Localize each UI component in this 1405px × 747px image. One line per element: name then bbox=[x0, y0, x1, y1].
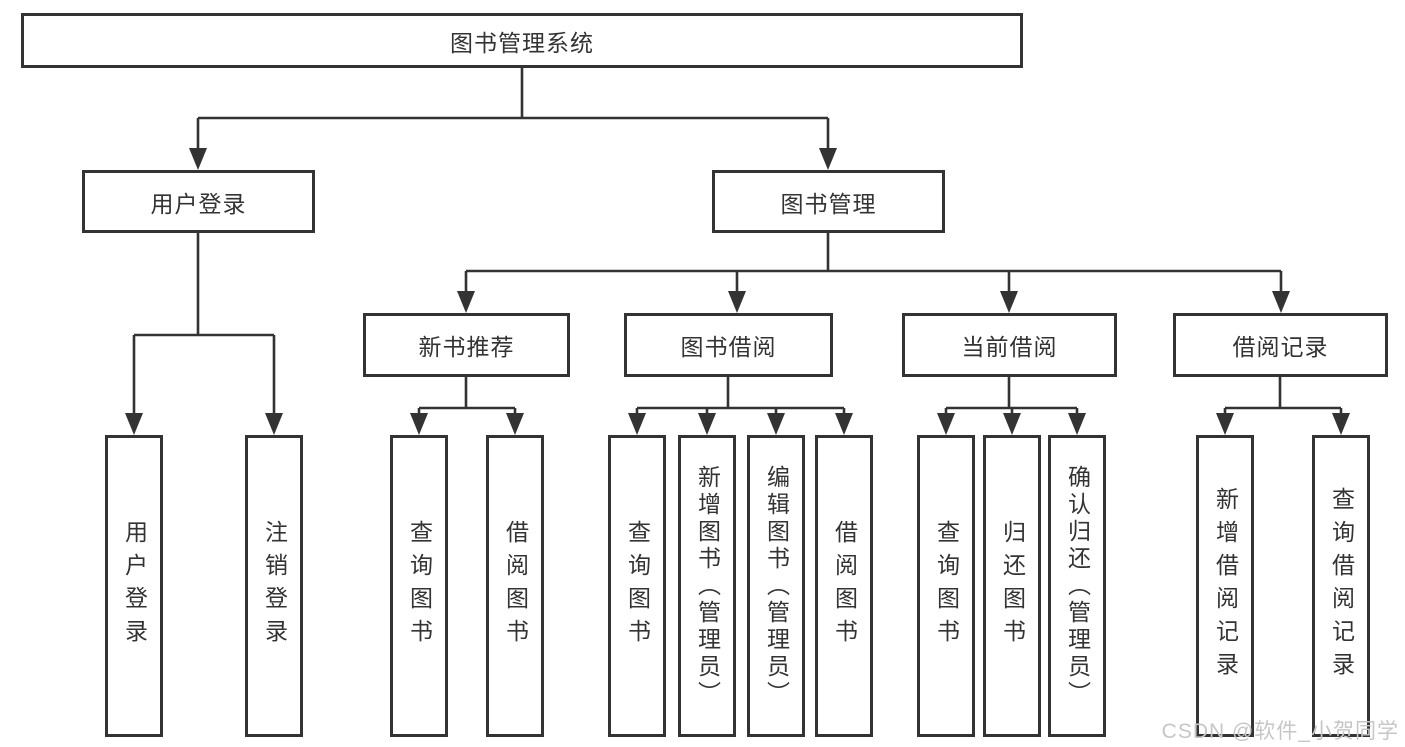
leaf-query-books-borrow-label: 查询图书 bbox=[624, 520, 651, 652]
arrowheads bbox=[125, 148, 1350, 435]
node-borrow-records-label: 借阅记录 bbox=[1232, 334, 1329, 360]
leaf-add-books-admin: 新增图书（管理员） bbox=[678, 435, 736, 737]
leaf-borrow-books: 借阅图书 bbox=[815, 435, 873, 737]
leaf-borrow-books-label: 借阅图书 bbox=[831, 520, 858, 652]
node-user-login: 用户登录 bbox=[82, 170, 315, 233]
leaf-return-books: 归还图书 bbox=[983, 435, 1041, 737]
leaf-add-borrow-record-label: 新增借阅记录 bbox=[1212, 487, 1239, 685]
node-borrow-records: 借阅记录 bbox=[1173, 313, 1388, 377]
leaf-query-books-current-label: 查询图书 bbox=[933, 520, 960, 652]
node-root-label: 图书管理系统 bbox=[450, 29, 594, 56]
node-root: 图书管理系统 bbox=[21, 13, 1023, 68]
node-new-book-recommend: 新书推荐 bbox=[363, 313, 570, 377]
leaf-logout: 注销登录 bbox=[245, 435, 303, 737]
leaf-user-login: 用户登录 bbox=[105, 435, 163, 737]
node-current-borrow: 当前借阅 bbox=[902, 313, 1117, 377]
leaf-add-borrow-record: 新增借阅记录 bbox=[1196, 435, 1254, 737]
node-current-borrow-label: 当前借阅 bbox=[961, 334, 1058, 360]
connector-paths bbox=[132, 68, 1343, 417]
leaf-query-books-borrow: 查询图书 bbox=[608, 435, 666, 737]
leaf-query-borrow-record-label: 查询借阅记录 bbox=[1328, 487, 1355, 685]
leaf-add-books-admin-label: 新增图书（管理员） bbox=[694, 464, 721, 708]
leaf-query-books-current: 查询图书 bbox=[917, 435, 975, 737]
leaf-edit-books-admin-label: 编辑图书（管理员） bbox=[763, 464, 790, 708]
node-book-management: 图书管理 bbox=[712, 170, 945, 233]
leaf-query-borrow-record: 查询借阅记录 bbox=[1312, 435, 1370, 737]
leaf-edit-books-admin: 编辑图书（管理员） bbox=[747, 435, 805, 737]
node-user-login-label: 用户登录 bbox=[150, 190, 247, 217]
node-book-management-label: 图书管理 bbox=[780, 190, 877, 217]
leaf-return-books-label: 归还图书 bbox=[999, 520, 1026, 652]
node-book-borrow: 图书借阅 bbox=[624, 313, 833, 377]
node-book-borrow-label: 图书借阅 bbox=[680, 334, 777, 360]
leaf-confirm-return-admin-label: 确认归还（管理员） bbox=[1064, 464, 1091, 708]
leaf-borrow-books-recommend: 借阅图书 bbox=[486, 435, 544, 737]
leaf-query-books-recommend: 查询图书 bbox=[390, 435, 448, 737]
node-new-book-recommend-label: 新书推荐 bbox=[418, 334, 515, 360]
leaf-query-books-recommend-label: 查询图书 bbox=[406, 520, 433, 652]
leaf-logout-label: 注销登录 bbox=[261, 520, 288, 652]
leaf-confirm-return-admin: 确认归还（管理员） bbox=[1048, 435, 1106, 737]
leaf-borrow-books-recommend-label: 借阅图书 bbox=[502, 520, 529, 652]
leaf-user-login-label: 用户登录 bbox=[121, 520, 148, 652]
